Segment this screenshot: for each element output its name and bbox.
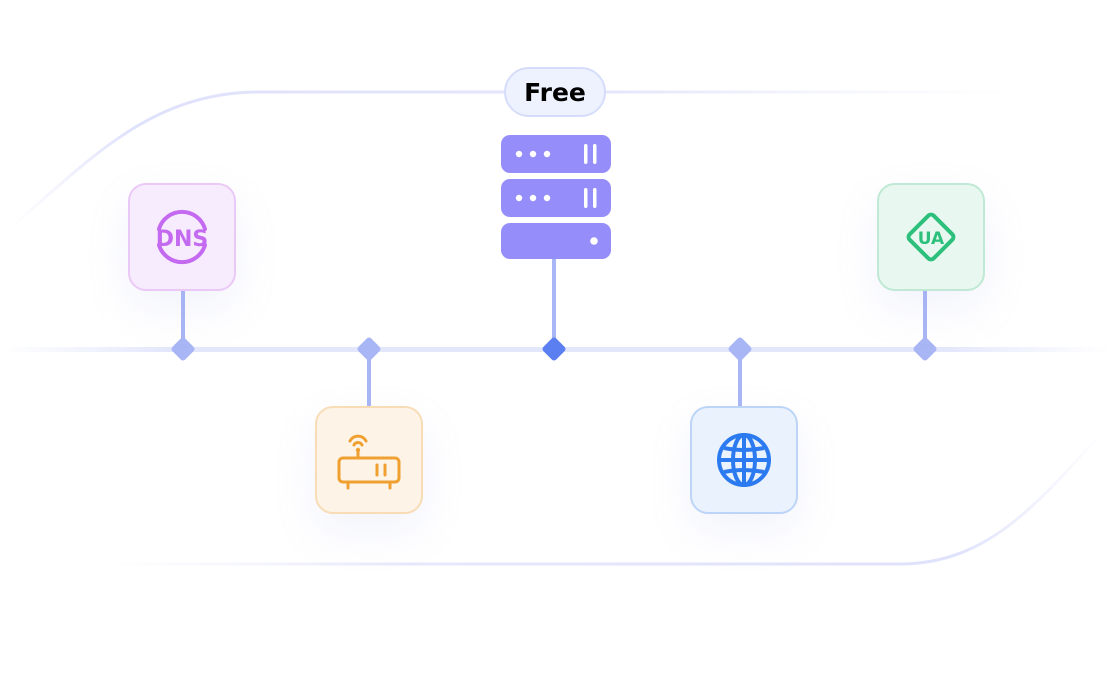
diamond-node-dns [171, 337, 195, 361]
connector-stem-dns [181, 290, 185, 348]
free-badge-label: Free [524, 77, 586, 107]
ua-node[interactable]: UA [877, 183, 985, 291]
globe-icon [717, 433, 771, 487]
router-node[interactable] [315, 406, 423, 514]
connector-stem-globe [738, 350, 742, 408]
diamond-node-server [542, 337, 566, 361]
dns-icon-label: DNS [156, 227, 209, 252]
connector-stem-ua [923, 290, 927, 348]
ua-icon-label: UA [918, 229, 945, 249]
dns-icon: DNS [156, 209, 209, 265]
ua-icon: UA [906, 212, 956, 262]
server-icon [501, 135, 611, 259]
diamond-node-globe [728, 337, 752, 361]
diamond-node-ua [913, 337, 937, 361]
dns-node[interactable]: DNS [128, 183, 236, 291]
free-badge: Free [504, 67, 606, 117]
diamond-node-router [357, 337, 381, 361]
connector-stem-router [367, 350, 371, 408]
globe-node[interactable] [690, 406, 798, 514]
track-bottom [110, 428, 1107, 566]
connector-stem-server [552, 258, 556, 348]
router-icon [337, 434, 401, 490]
track-top [9, 90, 1010, 230]
